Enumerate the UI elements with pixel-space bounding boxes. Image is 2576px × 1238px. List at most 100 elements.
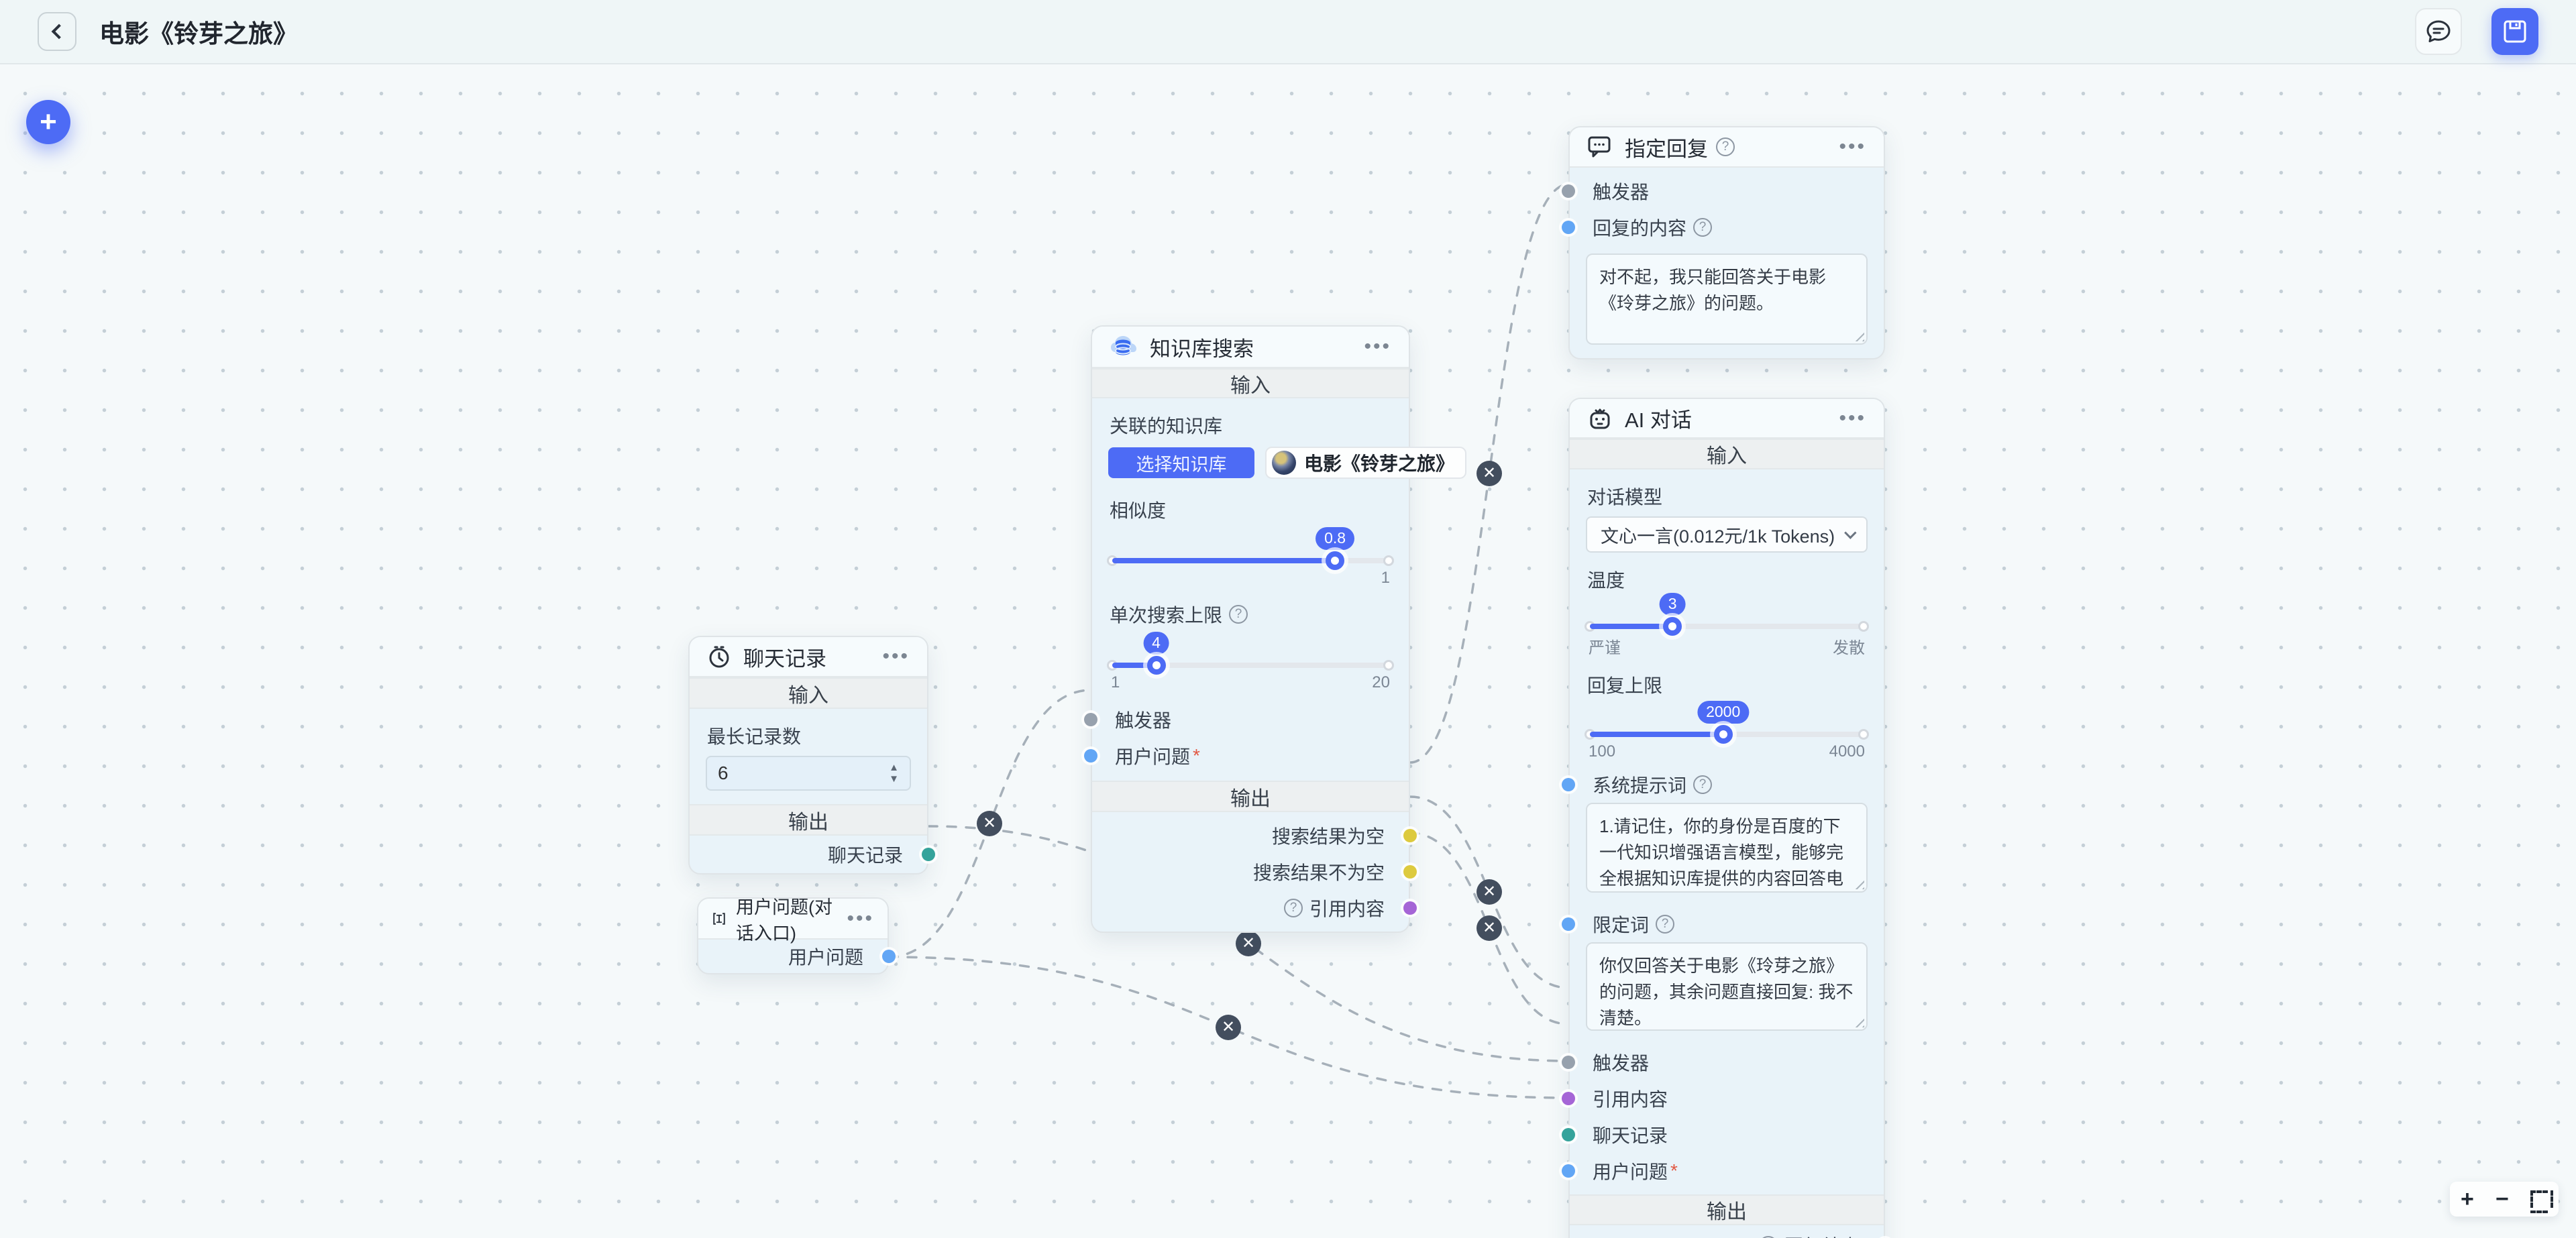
back-button[interactable]	[38, 12, 76, 51]
kb-chip[interactable]: 电影《铃芽之旅》	[1265, 447, 1467, 479]
slider-fill	[1112, 558, 1336, 563]
system-prompt-label: 系统提示词	[1593, 775, 1687, 796]
slider-end-right	[1858, 621, 1869, 632]
kb-label: 关联的知识库	[1110, 416, 1223, 437]
required-mark: *	[1193, 745, 1200, 766]
plus-icon: +	[40, 105, 57, 138]
step-up-icon[interactable]: ▲	[889, 762, 899, 773]
node-menu-button[interactable]: •••	[882, 645, 910, 667]
node-ai-chat[interactable]: AI 对话 ••• 输入 对话模型 文心一言(0.012元/1k Tokens)…	[1562, 398, 1885, 1238]
delete-edge-button[interactable]: ✕	[1216, 1015, 1241, 1040]
port-dot-trigger-in[interactable]	[1084, 713, 1097, 726]
slider-end-right	[1858, 729, 1869, 740]
port-dot-question-in[interactable]	[1084, 749, 1097, 763]
temperature-slider[interactable]: 3	[1585, 593, 1869, 636]
slider-ends: 严谨 发散	[1589, 634, 1865, 658]
required-mark: *	[1670, 1160, 1678, 1181]
zoom-out-button[interactable]: −	[2496, 1186, 2509, 1212]
zoom-in-button[interactable]: +	[2461, 1186, 2474, 1212]
node-title: 指定回复 ?	[1625, 132, 1735, 162]
port-dot-history-in[interactable]	[1562, 1128, 1575, 1141]
port-dot-result-not-empty-out[interactable]	[1403, 865, 1417, 879]
slider-handle[interactable]	[1713, 725, 1733, 744]
help-icon[interactable]: ?	[1693, 775, 1713, 794]
save-button[interactable]	[2491, 8, 2538, 55]
qualifier-textarea-wrap: 你仅回答关于电影《玲芽之旅》的问题，其余问题直接回复: 我不清楚。	[1586, 942, 1868, 1031]
port-dot-trigger-in[interactable]	[1562, 184, 1575, 198]
help-icon[interactable]: ?	[1229, 605, 1248, 624]
port-dot-system-prompt-in[interactable]	[1562, 778, 1575, 791]
node-menu-button[interactable]: •••	[1364, 335, 1391, 357]
reply-limit-slider[interactable]: 2000	[1585, 701, 1869, 744]
node-header: 聊天记录 •••	[690, 637, 927, 677]
slider-handle[interactable]	[1326, 551, 1345, 570]
search-limit-label: 单次搜索上限 ?	[1110, 601, 1391, 628]
step-down-icon[interactable]: ▼	[889, 773, 899, 785]
slider-end-right	[1383, 660, 1394, 671]
system-prompt-textarea[interactable]: 1.请记住，你的身份是百度的下一代知识增强语言模型，能够完全根据知识库提供的内容…	[1586, 803, 1868, 893]
delete-edge-button[interactable]: ✕	[977, 811, 1002, 836]
max-records-input[interactable]	[718, 763, 863, 784]
select-kb-button[interactable]: 选择知识库	[1108, 447, 1254, 478]
port-dot-content-in[interactable]	[1562, 221, 1575, 234]
fit-view-button[interactable]	[2530, 1190, 2553, 1213]
zoom-controls: + −	[2450, 1182, 2559, 1217]
node-kb-search[interactable]: 知识库搜索 ••• 输入 关联的知识库 选择知识库 电影《铃芽之旅》 相似度 0…	[1084, 325, 1467, 933]
search-limit-text: 单次搜索上限	[1110, 605, 1223, 626]
question-port-row: 用户问题 *	[1084, 738, 1409, 774]
help-icon[interactable]: ?	[1656, 915, 1675, 934]
preview-chat-button[interactable]	[2415, 8, 2462, 55]
similarity-slider[interactable]: 0.8	[1107, 527, 1394, 570]
output-reference-row: ? 引用内容	[1092, 890, 1417, 926]
model-select[interactable]: 文心一言(0.012元/1k Tokens)	[1586, 516, 1868, 553]
node-chat-history[interactable]: 聊天记录 ••• 输入 最长记录数 ▲ ▼ 输出 聊天记录	[688, 636, 935, 875]
delete-edge-button[interactable]: ✕	[1477, 915, 1502, 941]
port-label: 触发器	[1115, 710, 1172, 731]
port-dot-reference-out[interactable]	[1403, 901, 1417, 915]
slider-ends: 100 4000	[1589, 742, 1865, 761]
node-menu-button[interactable]: •••	[847, 907, 874, 930]
kb-row: 选择知识库 电影《铃芽之旅》	[1108, 447, 1467, 479]
slider-value-badge: 0.8	[1316, 527, 1355, 550]
input-section-label: 输入	[1092, 368, 1409, 398]
output-section-label: 输出	[690, 804, 927, 836]
output-section-label: 输出	[1570, 1194, 1884, 1225]
knowledge-base-icon	[1111, 336, 1136, 355]
delete-edge-button[interactable]: ✕	[1236, 931, 1261, 956]
port-dot-question-in[interactable]	[1562, 1164, 1575, 1178]
port-label: ? 引用内容	[1283, 895, 1385, 921]
port-dot-result-empty-out[interactable]	[1403, 829, 1417, 842]
slider-ends: 1 20	[1111, 673, 1390, 701]
top-bar: 电影《铃芽之旅》	[0, 0, 2576, 64]
port-dot-chat-history-out[interactable]	[922, 848, 935, 861]
port-dot-reference-in[interactable]	[1562, 1092, 1575, 1105]
node-fixed-reply[interactable]: 指定回复 ? ••• 触发器 回复的内容 ? 对不起，我只能回答关于电影《玲芽之…	[1562, 126, 1885, 359]
port-dot-qualifier-in[interactable]	[1562, 917, 1575, 931]
reply-content-textarea[interactable]: 对不起，我只能回答关于电影《玲芽之旅》的问题。	[1586, 254, 1868, 345]
port-label: ? 回复结束	[1758, 1232, 1860, 1238]
help-icon[interactable]: ?	[1693, 218, 1713, 237]
qualifier-port-row: 限定词 ?	[1562, 906, 1884, 942]
node-user-question[interactable]: 用户问题(对话入口) ••• 用户问题	[697, 897, 896, 974]
delete-edge-button[interactable]: ✕	[1477, 461, 1502, 486]
delete-edge-button[interactable]: ✕	[1477, 879, 1502, 905]
help-icon[interactable]: ?	[1716, 137, 1735, 156]
topbar-actions	[2415, 8, 2538, 55]
node-menu-button[interactable]: •••	[1839, 135, 1866, 158]
port-dot-user-question-out[interactable]	[882, 950, 896, 963]
slider-handle[interactable]	[1663, 617, 1682, 636]
slider-handle[interactable]	[1146, 656, 1166, 675]
input-section-label: 输入	[690, 677, 927, 709]
slider-max-label: 1	[1381, 569, 1390, 587]
qualifier-textarea[interactable]: 你仅回答关于电影《玲芽之旅》的问题，其余问题直接回复: 我不清楚。	[1586, 942, 1868, 1031]
add-node-button[interactable]: +	[26, 100, 70, 144]
question-port-row: 用户问题 *	[1562, 1153, 1884, 1189]
stepper-arrows[interactable]: ▲ ▼	[889, 763, 899, 784]
node-menu-button[interactable]: •••	[1839, 406, 1866, 429]
search-limit-slider[interactable]: 4	[1107, 632, 1394, 675]
port-dot-trigger-in[interactable]	[1562, 1056, 1575, 1069]
delete-edge-icon: ✕	[982, 814, 997, 832]
help-icon[interactable]: ?	[1283, 899, 1303, 917]
chevron-down-icon	[1844, 526, 1857, 539]
node-header: 知识库搜索 •••	[1092, 327, 1409, 368]
